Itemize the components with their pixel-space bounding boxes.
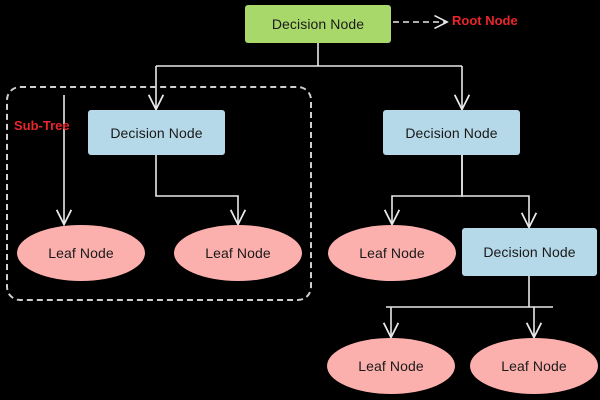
node-label: Decision Node	[271, 16, 365, 32]
decision-node-dec-sub[interactable]: Decision Node	[462, 228, 597, 276]
sub-tree-region	[6, 86, 312, 301]
node-label: Decision Node	[405, 124, 498, 141]
node-label: Leaf Node	[358, 358, 424, 374]
leaf-node-leaf-4[interactable]: Leaf Node	[327, 338, 455, 394]
sub-tree-annotation-label: Sub-Tree	[14, 118, 70, 133]
decision-node-dec-right[interactable]: Decision Node	[383, 110, 520, 155]
node-label: Decision Node	[483, 244, 576, 260]
root-node-root[interactable]: Decision Node	[245, 5, 391, 43]
node-label: Leaf Node	[359, 245, 425, 261]
edge-right-to-leaf3	[392, 155, 463, 223]
leaf-node-leaf-2[interactable]: Leaf Node	[174, 225, 302, 281]
edge-right-to-sub-decision	[461, 155, 529, 226]
leaf-node-leaf-1[interactable]: Leaf Node	[17, 225, 145, 281]
leaf-node-leaf-3[interactable]: Leaf Node	[328, 225, 456, 281]
root-node-annotation-label: Root Node	[452, 13, 518, 28]
node-label: Leaf Node	[205, 245, 271, 261]
leaf-node-leaf-5[interactable]: Leaf Node	[470, 338, 598, 394]
edge-left-to-leaf2	[155, 155, 238, 223]
node-label: Leaf Node	[501, 358, 567, 374]
node-label: Decision Node	[110, 124, 203, 141]
decision-node-dec-left[interactable]: Decision Node	[88, 110, 225, 155]
node-label: Leaf Node	[48, 245, 114, 261]
